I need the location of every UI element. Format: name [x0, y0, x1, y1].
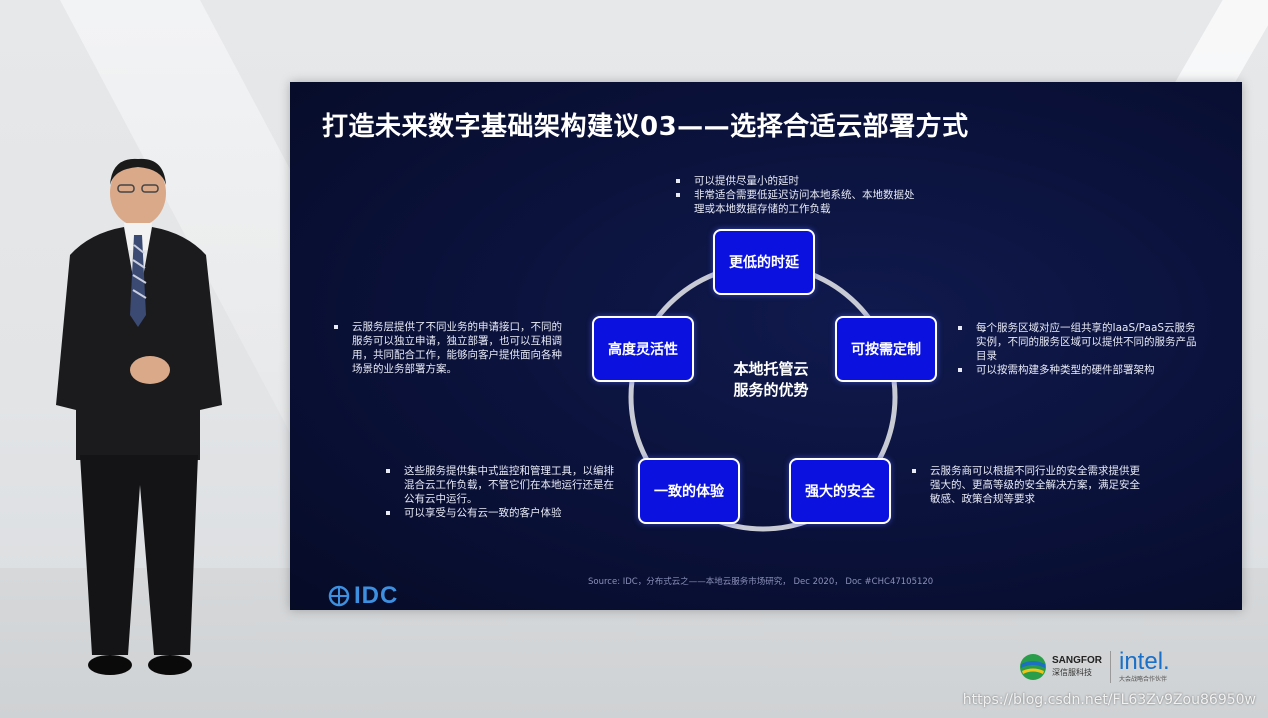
node-strong-security: 强大的安全: [789, 458, 891, 524]
note-customization-item: 每个服务区域对应一组共享的IaaS/PaaS云服务实例，不同的服务区域可以提供不…: [956, 321, 1206, 363]
node-lower-latency: 更低的时延: [713, 229, 815, 295]
note-security: 云服务商可以根据不同行业的安全需求提供更强大的、更高等级的安全解决方案，满足安全…: [910, 464, 1150, 506]
note-experience-item: 这些服务提供集中式监控和管理工具，以编排混合云工作负载，不管它们在本地运行还是在…: [384, 464, 620, 506]
note-flexibility: 云服务层提供了不同业务的申请接口，不同的服务可以独立申请，独立部署，也可以互相调…: [332, 320, 572, 376]
idc-logo: IDC: [328, 582, 398, 610]
presenter: [50, 155, 230, 690]
intel-name: intel.: [1119, 648, 1170, 675]
node-consistent-experience: 一致的体验: [638, 458, 740, 524]
intel-logo: intel. 大会战略合作伙伴: [1119, 648, 1170, 684]
center-title: 本地托管云 服务的优势: [711, 359, 831, 401]
sangfor-logo: SANGFOR 深信服科技: [1018, 652, 1102, 682]
presentation-slide: 打造未来数字基础架构建议03——选择合适云部署方式 更低的时延 可按需定制 强大…: [290, 82, 1242, 610]
sangfor-chinese-name: 深信服科技: [1052, 668, 1092, 677]
node-high-flexibility: 高度灵活性: [592, 316, 694, 382]
node-on-demand-customization: 可按需定制: [835, 316, 937, 382]
note-latency-item: 可以提供尽量小的延时: [674, 174, 924, 188]
node-on-demand-customization-label: 可按需定制: [851, 342, 921, 358]
node-strong-security-label: 强大的安全: [805, 484, 875, 500]
slide-title: 打造未来数字基础架构建议03——选择合适云部署方式: [322, 112, 969, 142]
watermark-url: https://blog.csdn.net/FL63Zv9Zou86950w: [962, 692, 1256, 708]
node-lower-latency-label: 更低的时延: [729, 255, 799, 271]
sangfor-globe-icon: [1020, 653, 1046, 680]
note-customization-item: 可以按需构建多种类型的硬件部署架构: [956, 363, 1206, 377]
sponsor-logos: SANGFOR 深信服科技 intel. 大会战略合作伙伴: [1018, 650, 1170, 683]
node-consistent-experience-label: 一致的体验: [654, 484, 724, 500]
intel-subtitle: 大会战略合作伙伴: [1119, 676, 1168, 683]
note-latency-item: 非常适合需要低延迟访问本地系统、本地数据处理或本地数据存储的工作负载: [674, 188, 924, 216]
node-high-flexibility-label: 高度灵活性: [608, 342, 678, 358]
note-experience-item: 可以享受与公有云一致的客户体验: [384, 506, 620, 520]
note-flexibility-item: 云服务层提供了不同业务的申请接口，不同的服务可以独立申请，独立部署，也可以互相调…: [332, 320, 572, 376]
note-customization: 每个服务区域对应一组共享的IaaS/PaaS云服务实例，不同的服务区域可以提供不…: [956, 321, 1206, 377]
source-citation: Source: IDC，分布式云之——本地云服务市场研究， Dec 2020， …: [588, 577, 934, 587]
sponsor-divider: [1110, 650, 1111, 683]
sangfor-name: SANGFOR: [1052, 655, 1102, 666]
center-title-line-1: 本地托管云: [733, 360, 809, 378]
center-title-line-2: 服务的优势: [733, 381, 809, 399]
note-experience: 这些服务提供集中式监控和管理工具，以编排混合云工作负载，不管它们在本地运行还是在…: [384, 464, 620, 520]
idc-globe-icon: [328, 585, 350, 607]
idc-logo-text: IDC: [354, 582, 399, 609]
note-latency: 可以提供尽量小的延时 非常适合需要低延迟访问本地系统、本地数据处理或本地数据存储…: [674, 174, 924, 216]
note-security-item: 云服务商可以根据不同行业的安全需求提供更强大的、更高等级的安全解决方案，满足安全…: [910, 464, 1150, 506]
